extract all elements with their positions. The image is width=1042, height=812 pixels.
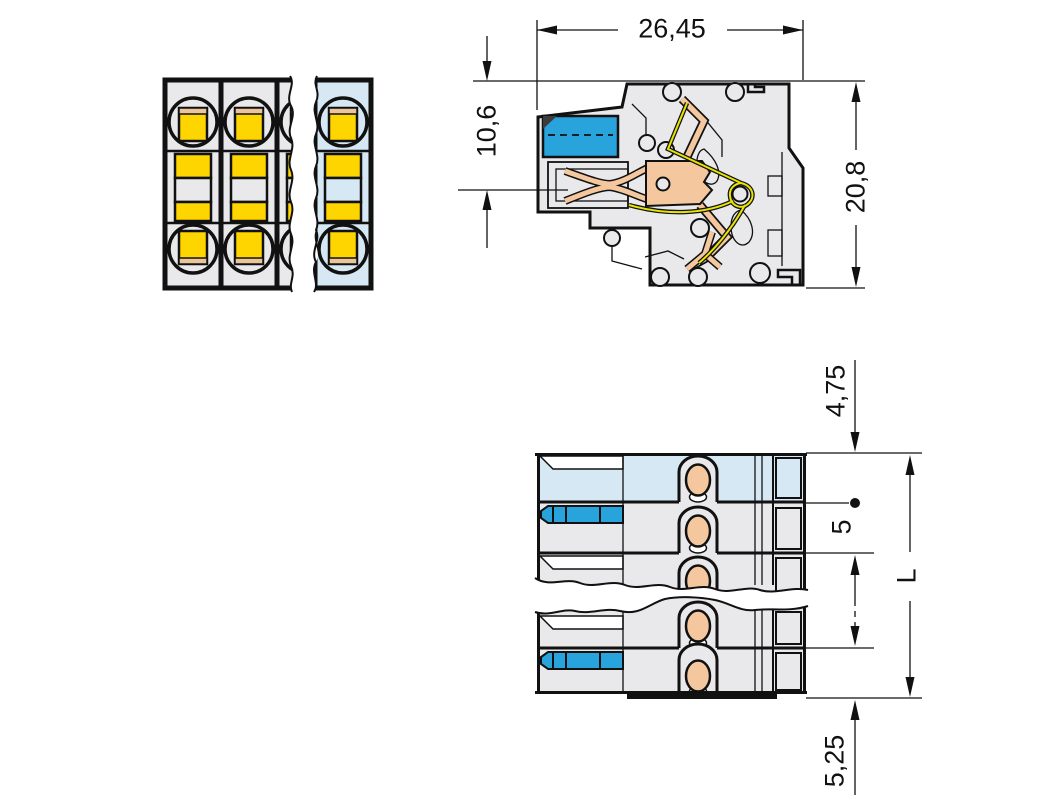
busbar-hole bbox=[655, 176, 671, 192]
break-edge-lower bbox=[534, 596, 809, 615]
dimension-label-end-offset: 5,25 bbox=[819, 734, 850, 788]
side-section-view bbox=[536, 82, 805, 287]
dimension-label-overall-width: 26,45 bbox=[638, 13, 706, 44]
break-edge-right bbox=[313, 75, 319, 293]
top-view-upper-half bbox=[535, 453, 807, 592]
front-view bbox=[165, 75, 371, 293]
dimension-label-total-length: L bbox=[891, 568, 922, 584]
top-view bbox=[534, 453, 809, 699]
mounting-lip bbox=[627, 691, 777, 699]
dimension-label-pole-pitch: 5 bbox=[826, 519, 857, 535]
wire-conductor bbox=[541, 114, 620, 159]
dimension-label-edge-offset: 4,75 bbox=[820, 364, 851, 418]
copper-clamp bbox=[563, 95, 734, 273]
break-edge-left bbox=[288, 75, 294, 293]
bottom-slot bbox=[776, 268, 802, 285]
clamp-spring bbox=[628, 102, 755, 265]
dimension-dot bbox=[850, 498, 860, 508]
busbar-body bbox=[645, 160, 714, 208]
side-view-dimensions bbox=[458, 20, 865, 289]
top-slot bbox=[746, 84, 766, 94]
dimension-label-housing-height: 20,8 bbox=[840, 160, 871, 214]
dimension-label-entry-height: 10,6 bbox=[471, 104, 502, 158]
break-edge-upper bbox=[534, 577, 809, 593]
top-view-dimensions bbox=[806, 360, 922, 795]
